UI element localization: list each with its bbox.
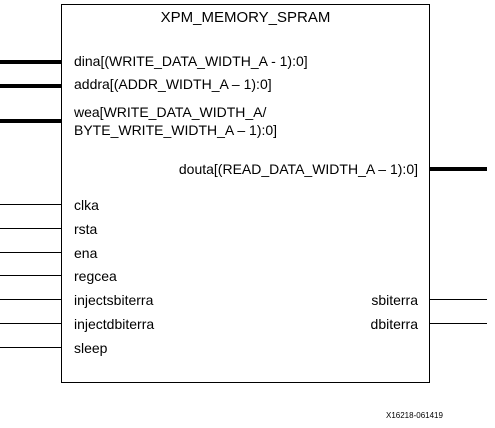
pin-label-dbiterra: dbiterra bbox=[370, 316, 418, 332]
clka-wire bbox=[0, 204, 61, 205]
dbiterra-wire bbox=[430, 323, 487, 324]
dina-bus-wire bbox=[0, 60, 61, 64]
pin-label-injectdbiterra: injectdbiterra bbox=[74, 316, 155, 332]
pin-label-douta: douta[(READ_DATA_WIDTH_A – 1):0] bbox=[178, 161, 418, 177]
rsta-wire bbox=[0, 228, 61, 229]
regcea-wire bbox=[0, 275, 61, 276]
injectdbiterra-wire bbox=[0, 323, 61, 324]
pin-label-wea-line1: wea[WRITE_DATA_WIDTH_A/ bbox=[74, 104, 267, 120]
ena-wire bbox=[0, 252, 61, 253]
pin-label-injectsbiterra: injectsbiterra bbox=[74, 292, 154, 308]
injectsbiterra-wire bbox=[0, 299, 61, 300]
pin-label-clka: clka bbox=[74, 197, 99, 213]
addra-bus-wire bbox=[0, 84, 61, 88]
pin-label-ena: ena bbox=[74, 245, 98, 261]
pin-label-sleep: sleep bbox=[74, 340, 108, 356]
wea-bus-wire bbox=[0, 119, 61, 123]
sbiterra-wire bbox=[430, 299, 487, 300]
pin-label-sbiterra: sbiterra bbox=[371, 292, 418, 308]
xpm-memory-spram-block bbox=[61, 4, 430, 383]
block-title: XPM_MEMORY_SPRAM bbox=[160, 9, 331, 26]
pin-label-addra: addra[(ADDR_WIDTH_A – 1):0] bbox=[74, 76, 272, 92]
douta-bus-wire bbox=[430, 167, 487, 171]
pin-label-rsta: rsta bbox=[74, 221, 98, 237]
pin-label-regcea: regcea bbox=[74, 268, 117, 284]
pin-label-dina: dina[(WRITE_DATA_WIDTH_A - 1):0] bbox=[74, 53, 308, 69]
figure-code: X16218-061419 bbox=[386, 411, 443, 420]
sleep-wire bbox=[0, 347, 61, 348]
pin-label-wea-line2: BYTE_WRITE_WIDTH_A – 1):0] bbox=[74, 122, 278, 138]
